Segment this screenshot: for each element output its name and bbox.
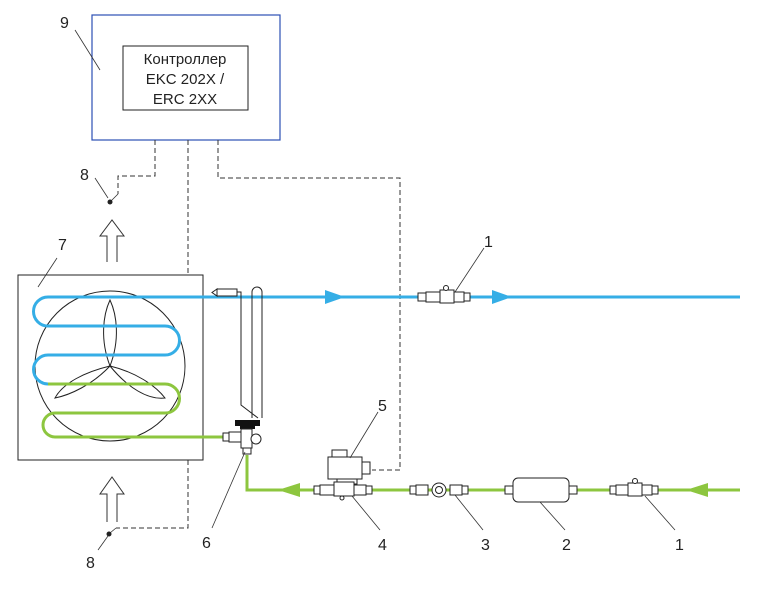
expansion-valve	[222, 420, 262, 455]
capillary-tube	[237, 286, 263, 419]
controller-line-3: ERC 2XX	[153, 91, 217, 108]
solenoid-valve	[313, 449, 373, 501]
label-6: 6	[202, 535, 211, 552]
leader-3	[454, 494, 484, 531]
sensor-bulb	[216, 288, 238, 297]
suction-flow-arrow-icon-2	[492, 290, 512, 304]
label-1-bottom: 1	[675, 537, 684, 554]
controller-line-1: Контроллер	[144, 51, 227, 68]
controller-line-2: EKC 202X /	[146, 71, 225, 88]
airflow-out-arrow-icon	[99, 219, 125, 262]
label-3: 3	[481, 537, 490, 554]
label-2: 2	[562, 537, 571, 554]
filter-drier	[504, 477, 578, 503]
label-9: 9	[60, 15, 69, 32]
sensor-top-tip	[107, 199, 113, 205]
leader-1-bottom	[644, 495, 676, 531]
label-1-top: 1	[484, 234, 493, 251]
label-7: 7	[58, 237, 67, 254]
wire-sensor-bottom	[116, 140, 189, 529]
leader-5	[349, 411, 379, 459]
label-4: 4	[378, 537, 387, 554]
leader-4	[351, 495, 381, 531]
sight-glass	[409, 482, 469, 498]
leader-8-top	[94, 177, 109, 199]
wire-sensor-top	[117, 140, 156, 194]
leader-7	[37, 257, 58, 288]
label-8-top: 8	[80, 167, 89, 184]
liquid-flow-arrow-icon	[278, 483, 300, 497]
leader-2	[539, 501, 566, 531]
coil-suction-section	[32, 295, 181, 386]
sensor-bottom-icon	[109, 527, 117, 534]
label-8-bottom: 8	[86, 555, 95, 572]
controller-label-box	[122, 45, 249, 111]
sensor-top-icon	[110, 193, 119, 202]
wire-solenoid	[217, 140, 401, 471]
bulb-tip	[211, 288, 218, 297]
leader-8-bottom	[97, 535, 109, 551]
sensor-bottom-tip	[106, 531, 112, 537]
shutoff-valve-top	[417, 285, 471, 304]
leader-6	[211, 451, 246, 529]
evaporator-box	[17, 274, 204, 461]
label-5: 5	[378, 398, 387, 415]
liquid-flow-arrow-icon-2	[686, 483, 708, 497]
leader-1-top	[454, 247, 485, 293]
coil-liquid-section	[41, 382, 228, 439]
shutoff-valve-bottom	[609, 478, 659, 497]
suction-flow-arrow-icon	[325, 290, 345, 304]
leader-9	[74, 29, 101, 71]
airflow-in-arrow-icon	[99, 476, 125, 522]
